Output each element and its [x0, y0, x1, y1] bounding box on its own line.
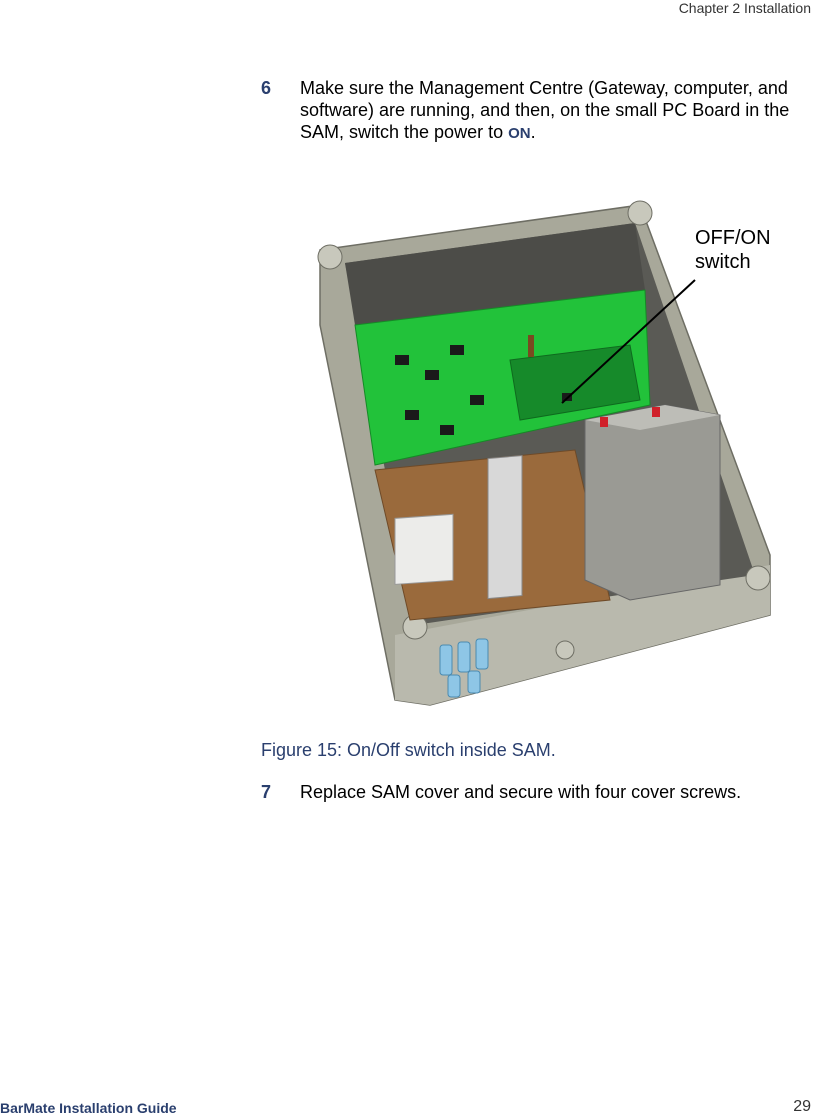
step-text-end: . [530, 122, 536, 142]
switch-callout: OFF/ON switch [695, 226, 771, 274]
footer-title: BarMate Installation Guide [0, 1100, 177, 1116]
step-text: Replace SAM cover and secure with four c… [300, 782, 742, 802]
step-number: 6 [261, 78, 272, 98]
callout-line-1: OFF/ON [695, 227, 771, 249]
figure-caption: Figure 15: On/Off switch inside SAM. [261, 740, 556, 760]
sam-enclosure-illustration [317, 200, 771, 706]
page-number: 29 [793, 1098, 811, 1115]
step-text-main: Make sure the Management Centre (Gateway… [300, 78, 790, 142]
step-text: Make sure the Management Centre (Gateway… [300, 77, 820, 145]
sam-enclosure-figure: OFF/ON switch [300, 195, 810, 715]
chapter-header: Chapter 2 Installation [678, 0, 811, 16]
callout-line-2: switch [695, 251, 751, 273]
step-number: 7 [261, 782, 272, 802]
on-keyword: ON [508, 125, 531, 142]
